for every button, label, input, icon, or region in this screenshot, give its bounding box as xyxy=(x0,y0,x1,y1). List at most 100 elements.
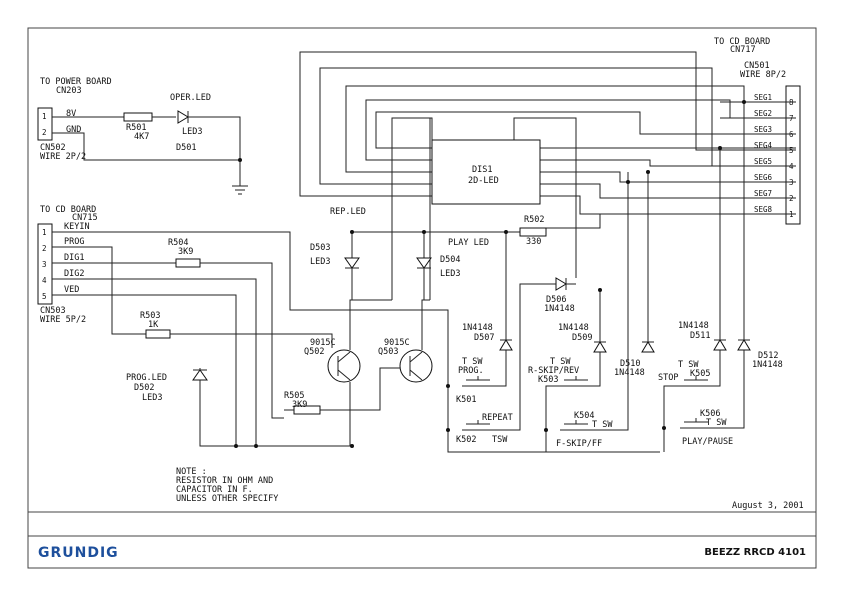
to-cd-board-left: TO CD BOARD xyxy=(40,205,96,215)
cn203-label: CN203 xyxy=(56,86,82,96)
q502-label: Q502 xyxy=(304,347,324,357)
switch-k504 xyxy=(560,172,629,431)
d510-type: 1N4148 xyxy=(614,368,645,378)
d510-diode xyxy=(641,341,655,353)
r503-resistor xyxy=(145,329,171,339)
d506-type: 1N4148 xyxy=(544,304,575,314)
cn503-connector xyxy=(37,223,53,305)
k506-ref: K506 xyxy=(700,409,720,419)
k502-sw: TSW xyxy=(492,435,508,445)
cn503-wire: WIRE 5P/2 xyxy=(40,315,86,325)
d506-diode xyxy=(555,277,567,291)
prog-led-label: PROG.LED xyxy=(126,373,167,383)
k502-ref: K502 xyxy=(456,435,476,445)
ved-net: VED xyxy=(64,285,79,295)
dis1-display xyxy=(431,139,541,205)
grundig-logo: GRUNDIG xyxy=(38,545,119,561)
net-gnd: GND xyxy=(66,125,81,135)
note-line-4: UNLESS OTHER SPECIFY xyxy=(176,494,278,504)
seg-label-2: SEG2 xyxy=(754,109,772,118)
cn501-label: CN501 xyxy=(744,61,770,71)
k505-label: STOP xyxy=(658,373,678,383)
k501-label: PROG. xyxy=(458,366,484,376)
d504-label: D504 xyxy=(440,255,460,265)
cn503-pin-1: 1 xyxy=(42,228,47,237)
led3-d: LED3 xyxy=(440,269,460,279)
r505-value: 3K9 xyxy=(292,400,307,410)
seg-label-8: SEG8 xyxy=(754,205,773,214)
r501-resistor xyxy=(123,112,153,122)
q502-type: 9015C xyxy=(310,338,336,348)
cn715-label: CN715 xyxy=(72,213,98,223)
r503-label: R503 xyxy=(140,311,160,321)
cn503-pin-4: 4 xyxy=(42,276,47,285)
cn502-label: CN502 xyxy=(40,143,66,153)
switch-k503 xyxy=(545,352,601,452)
r504-label: R504 xyxy=(168,238,188,248)
d507-label: D507 xyxy=(474,333,494,343)
d503-led xyxy=(344,257,360,269)
led3-a: LED3 xyxy=(182,127,202,137)
cn501-wire: WIRE 8P/2 xyxy=(740,70,786,80)
d501-label: D501 xyxy=(176,143,196,153)
note-line-1: NOTE : xyxy=(176,467,207,477)
d507-type: 1N4148 xyxy=(462,323,493,333)
q503-label: Q503 xyxy=(378,347,398,357)
k505-ref: K505 xyxy=(690,369,710,379)
r501-value: 4K7 xyxy=(134,132,149,142)
d504-led xyxy=(416,257,432,269)
keyin-net: KEYIN xyxy=(64,222,90,232)
dig1-net: DIG1 xyxy=(64,253,84,263)
cn501-connector xyxy=(785,85,801,225)
sheet-border xyxy=(27,27,817,569)
d512-diode xyxy=(737,339,751,351)
dis1-type: 2D-LED xyxy=(468,176,499,186)
cn503-pin-2: 2 xyxy=(42,244,47,253)
seg-label-3: SEG3 xyxy=(754,125,772,134)
seg-label-4: SEG4 xyxy=(754,141,773,150)
seg-label-6: SEG6 xyxy=(754,173,773,182)
seg-label-7: SEG7 xyxy=(754,189,772,198)
to-power-board: TO POWER BOARD xyxy=(40,77,112,87)
r504-resistor xyxy=(175,258,201,268)
net-8v: 8V xyxy=(66,109,76,119)
r501-label: R501 xyxy=(126,123,146,133)
rep-led-label: REP.LED xyxy=(330,207,366,217)
cn717-label: CN717 xyxy=(730,45,756,55)
d512-type: 1N4148 xyxy=(752,360,783,370)
cn502-wire: WIRE 2P/2 xyxy=(40,152,86,162)
d511-label: D511 xyxy=(690,331,710,341)
d511-diode xyxy=(713,339,727,351)
k503-sw: T SW xyxy=(550,357,571,367)
k505-sw: T SW xyxy=(678,360,699,370)
r502-resistor xyxy=(519,227,547,237)
seg-label-5: SEG5 xyxy=(754,157,772,166)
d511-type: 1N4148 xyxy=(678,321,709,331)
to-cd-board-top: TO CD BOARD xyxy=(714,37,770,47)
cn502-pin-1: 1 xyxy=(42,112,47,121)
drawing-date: August 3, 2001 xyxy=(732,501,804,511)
q502-transistor xyxy=(327,349,361,383)
dig2-net: DIG2 xyxy=(64,269,84,279)
switch-k502 xyxy=(462,283,530,431)
k501-sw: T SW xyxy=(462,357,483,367)
r502-label: R502 xyxy=(524,215,544,225)
d510-label: D510 xyxy=(620,359,640,369)
k502-label: REPEAT xyxy=(482,413,513,423)
k501-ref: K501 xyxy=(456,395,476,405)
r503-value: 1K xyxy=(148,320,159,330)
k504-sw: T SW xyxy=(592,420,613,430)
d512-label: D512 xyxy=(758,351,778,361)
k506-sw: T SW xyxy=(706,418,727,428)
seg-label-1: SEG1 xyxy=(754,93,772,102)
r504-value: 3K9 xyxy=(178,247,193,257)
d502-label: D502 xyxy=(134,383,154,393)
note-line-3: CAPACITOR IN F. xyxy=(176,485,253,495)
cn502-connector xyxy=(37,107,53,141)
r505-label: R505 xyxy=(284,391,304,401)
led3-c: LED3 xyxy=(310,257,330,267)
note-line-2: RESISTOR IN OHM AND xyxy=(176,476,273,486)
k504-ref: K504 xyxy=(574,411,594,421)
